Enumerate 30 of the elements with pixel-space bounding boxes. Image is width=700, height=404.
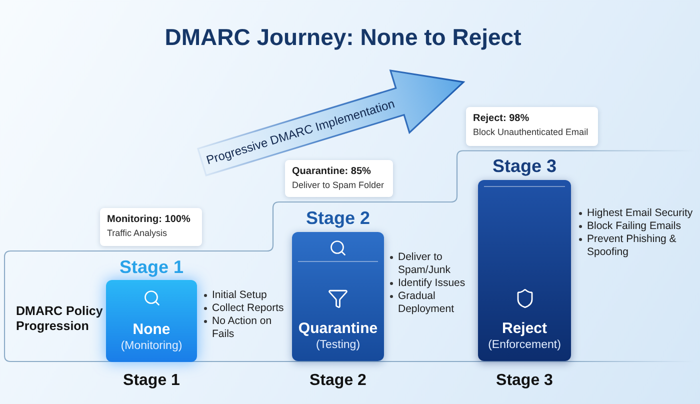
bullet-item: Initial Setup (203, 289, 289, 302)
stage-subtitle: (Enforcement) (488, 338, 561, 353)
bullet-item: Block Failing Emails (578, 220, 696, 233)
stage-caption: Stage 1 (123, 371, 180, 391)
stage-name: Reject (502, 320, 548, 338)
stage-name: None (132, 321, 170, 339)
stage-name: Quarantine (298, 320, 378, 338)
bullet-item: Gradual Deployment (389, 290, 469, 316)
band-label: DMARC Policy Progression (16, 304, 104, 334)
title: DMARC Journey: None to Reject (164, 23, 522, 52)
bullet-item: No Action on Fails (203, 315, 289, 341)
stage-heading: Stage 3 (492, 155, 557, 178)
callout-box (466, 107, 598, 146)
bullet-item: Prevent Phishing & Spoofing (578, 233, 696, 259)
stage-heading: Stage 1 (119, 256, 184, 279)
callout-title: Reject: 98% (473, 112, 530, 125)
stage-caption: Stage 2 (310, 371, 366, 391)
callout-title: Quarantine: 85% (292, 165, 371, 178)
callout-text: Traffic Analysis (107, 227, 168, 240)
stage-caption: Stage 3 (496, 371, 553, 391)
stage-heading: Stage 2 (306, 207, 370, 230)
stage-subtitle: (Monitoring) (120, 339, 182, 354)
callout-title: Monitoring: 100% (107, 213, 190, 226)
bullet-item: Deliver to Spam/Junk (389, 251, 469, 277)
callout-text: Block Unauthenticated Email (473, 126, 588, 139)
bullet-item: Highest Email Security (578, 207, 696, 220)
stage-subtitle: (Testing) (316, 338, 360, 353)
callout-text: Deliver to Spam Folder (292, 179, 384, 192)
bullet-item: Identify Issues (389, 277, 469, 290)
bullet-item: Collect Reports (203, 302, 289, 315)
